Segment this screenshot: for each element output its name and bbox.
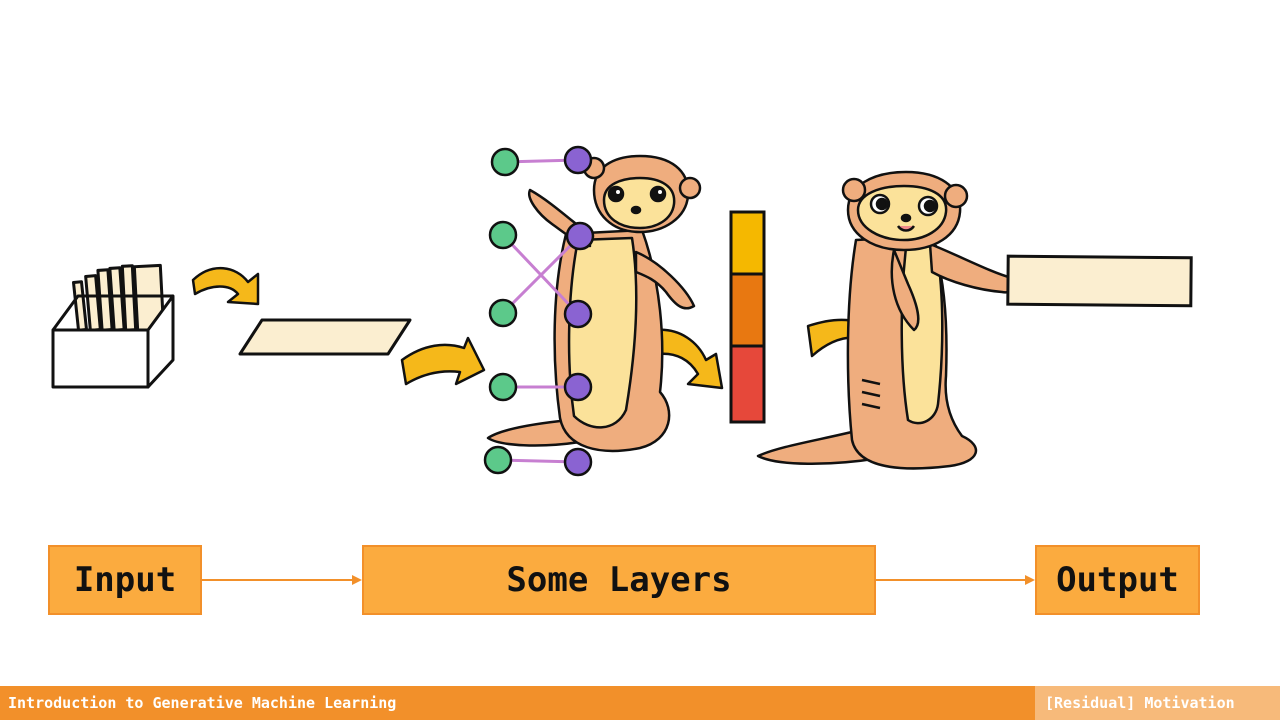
node-icon xyxy=(483,445,513,475)
node-icon xyxy=(490,147,520,177)
output-box: Output xyxy=(1035,545,1200,615)
output-vector-shape xyxy=(1006,254,1193,308)
network-nodes xyxy=(483,145,595,477)
meerkat-pipeline-illustration xyxy=(51,145,1193,477)
footer-course-title: Introduction to Generative Machine Learn… xyxy=(0,686,1035,720)
node-icon xyxy=(563,447,593,477)
node-icon xyxy=(488,298,518,328)
node-icon xyxy=(488,220,518,250)
curved-arrow-icon xyxy=(191,266,260,306)
flow-arrow-icon xyxy=(876,572,1035,588)
curved-arrow-icon xyxy=(654,328,724,390)
slide-footer: Introduction to Generative Machine Learn… xyxy=(0,686,1280,720)
meerkat-network-illustration xyxy=(486,154,702,453)
card-box-icon xyxy=(51,263,175,389)
meerkat-output-illustration xyxy=(756,170,1016,470)
node-icon xyxy=(565,221,595,251)
node-icon xyxy=(563,372,593,402)
latent-stack-illustration xyxy=(729,210,766,424)
node-icon xyxy=(563,299,593,329)
layers-box: Some Layers xyxy=(362,545,876,615)
footer-section-title: [Residual] Motivation xyxy=(1035,686,1280,720)
input-vector-shape xyxy=(238,318,412,356)
node-icon xyxy=(488,372,518,402)
node-icon xyxy=(563,145,593,175)
curved-arrow-icon xyxy=(400,336,486,386)
input-box: Input xyxy=(48,545,202,615)
flow-arrow-icon xyxy=(202,572,362,588)
